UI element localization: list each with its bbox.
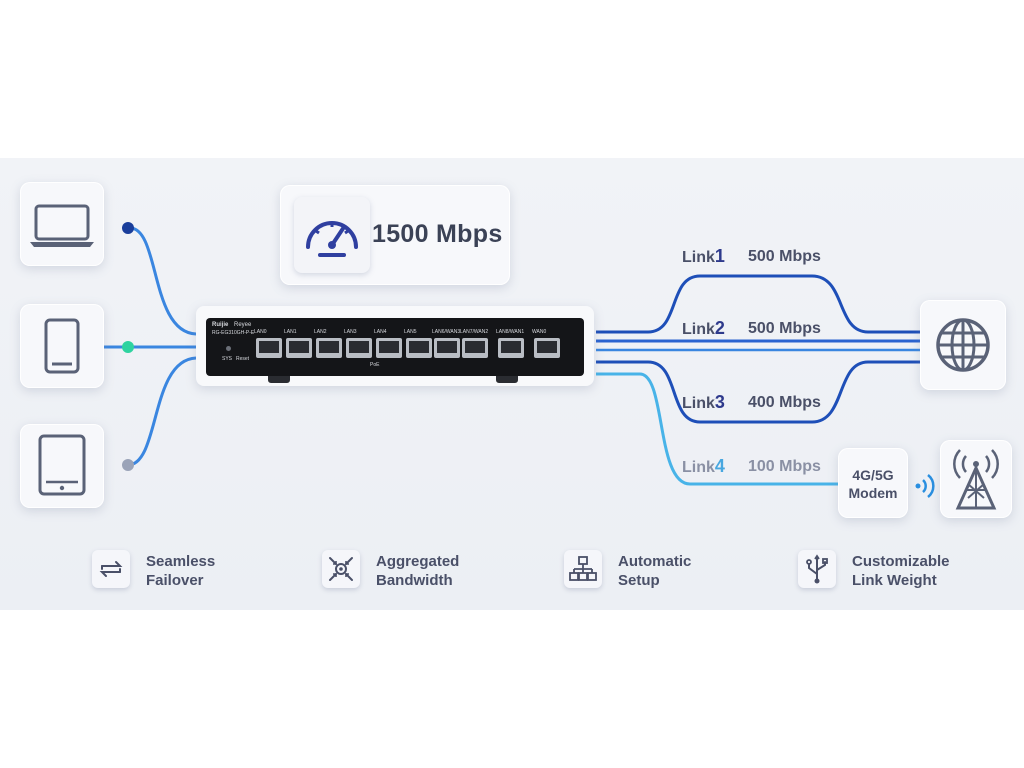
- link-2-label: Link2: [682, 318, 725, 338]
- modem-label-line1: 4G/5G: [852, 467, 894, 483]
- feature-icon-weight: [798, 550, 836, 588]
- link-4-speed: 100 Mbps: [748, 458, 821, 475]
- link-1-speed: 500 Mbps: [748, 248, 821, 265]
- device-card-laptop: [20, 182, 104, 266]
- switch-foot: [268, 376, 290, 383]
- wire-link4: [596, 372, 838, 486]
- failover-arrows-icon: [99, 561, 123, 577]
- ethernet-port: [286, 338, 312, 358]
- modem-card: [838, 448, 908, 518]
- sys-led: [226, 346, 231, 351]
- port-label: LAN6/WAN3: [432, 329, 461, 335]
- reset-label: Reset: [236, 356, 250, 362]
- tablet-icon: [38, 434, 86, 496]
- modem-label: 4G/5G Modem: [838, 466, 908, 502]
- globe-icon: [936, 318, 990, 372]
- port-label: LAN8/WAN1: [496, 329, 525, 335]
- usb-weight-icon: [806, 554, 828, 584]
- port-label: LAN2: [314, 329, 327, 335]
- feature-setup-line1: Automatic: [618, 553, 692, 570]
- switch-model: RG-EG310GH-P-E: [212, 330, 255, 336]
- switch-subbrand: Reyee: [234, 322, 252, 328]
- speedometer-icon: [306, 221, 358, 257]
- wire-link3: [596, 360, 920, 424]
- feature-aggregation-line1: Aggregated: [376, 553, 460, 570]
- port-label: LAN0: [254, 329, 267, 335]
- ethernet-port: [316, 338, 342, 358]
- poe-label: PoE: [370, 362, 380, 368]
- ethernet-port: [434, 338, 460, 358]
- feature-failover-line2: Failover: [146, 572, 204, 589]
- ethernet-port: [534, 338, 560, 358]
- link-3-speed: 400 Mbps: [748, 394, 821, 411]
- ethernet-port: [406, 338, 432, 358]
- port-label: LAN5: [404, 329, 417, 335]
- link-1-label: Link1: [682, 246, 725, 266]
- wire-tablet: [127, 356, 197, 467]
- wire-laptop: [129, 226, 197, 336]
- speedometer-tile: [294, 197, 370, 273]
- feature-aggregation-line2: Bandwidth: [376, 572, 453, 589]
- hierarchy-icon: [569, 556, 597, 581]
- switch-foot: [496, 376, 518, 383]
- link-2-speed: 500 Mbps: [748, 320, 821, 337]
- feature-failover-line1: Seamless: [146, 553, 216, 570]
- laptop-icon: [30, 204, 94, 247]
- cell-tower-card: [940, 440, 1012, 518]
- ethernet-port: [462, 338, 488, 358]
- port-label: LAN7/WAN2: [460, 329, 489, 335]
- feature-icon-failover: [92, 550, 130, 588]
- dot-phone: [122, 341, 134, 353]
- feature-weight: Customizable Link Weight: [852, 552, 950, 590]
- feature-icon-aggregation: [322, 550, 360, 588]
- smartphone-icon: [44, 318, 80, 374]
- link-4-label: Link4: [682, 456, 725, 476]
- link-3-label: Link3: [682, 392, 725, 412]
- ethernet-port: [376, 338, 402, 358]
- port-label: LAN1: [284, 329, 297, 335]
- port-label: WAN0: [532, 329, 547, 335]
- modem-label-line2: Modem: [848, 485, 898, 501]
- ethernet-port: [346, 338, 372, 358]
- cell-tower-icon: [953, 449, 999, 510]
- port-label: LAN4: [374, 329, 387, 335]
- feature-icon-setup: [564, 550, 602, 588]
- dot-laptop: [122, 222, 134, 234]
- throughput-card: [280, 185, 510, 285]
- wireless-signal-icon: [915, 474, 935, 498]
- port-label: LAN3: [344, 329, 357, 335]
- device-card-phone: [20, 304, 104, 388]
- feature-aggregation: Aggregated Bandwidth: [376, 552, 459, 590]
- switch-brand: Ruijie: [212, 322, 229, 328]
- ethernet-port: [498, 338, 524, 358]
- sys-label: SYS: [222, 356, 233, 362]
- aggregation-icon: [329, 557, 353, 581]
- feature-failover: Seamless Failover: [146, 552, 215, 590]
- wire-link1: [596, 274, 920, 334]
- feature-weight-line1: Customizable: [852, 553, 950, 570]
- ethernet-port: [256, 338, 282, 358]
- feature-setup-line2: Setup: [618, 572, 660, 589]
- dot-tablet: [122, 459, 134, 471]
- internet-card: [920, 300, 1006, 390]
- router-device: Ruijie Reyee RG-EG310GH-P-E SYS Reset Po…: [206, 318, 584, 376]
- throughput-value: 1500 Mbps: [372, 220, 503, 248]
- feature-weight-line2: Link Weight: [852, 572, 937, 589]
- feature-setup: Automatic Setup: [618, 552, 691, 590]
- device-card-tablet: [20, 424, 104, 508]
